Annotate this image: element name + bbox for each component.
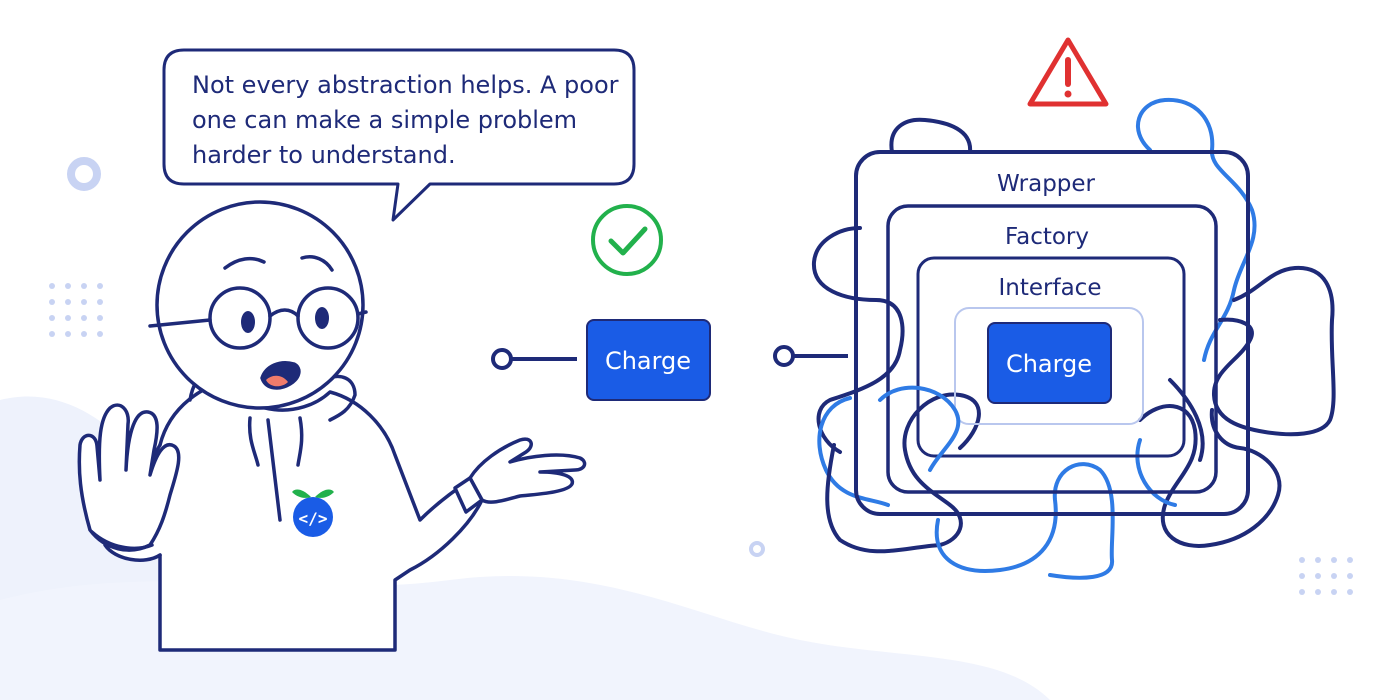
hoodie-zipper [266, 418, 282, 522]
background-blob-bottom [0, 575, 1050, 700]
wire-top-left [889, 117, 973, 154]
complex-charge-label: Charge [1006, 350, 1092, 378]
speech-bubble: Not every abstraction helps. A poor one … [162, 48, 636, 222]
right-eyebrow [300, 255, 334, 272]
layer-interface: Interface [916, 256, 1186, 458]
glasses-arm-left [148, 318, 212, 328]
wire-right-loop [1211, 265, 1336, 437]
tangled-wires-overlay [878, 378, 1205, 472]
wire-bottom-right [1138, 404, 1282, 548]
simple-charge-label: Charge [605, 347, 691, 375]
layer-factory: Factory [886, 204, 1218, 494]
wire-top-right [1136, 97, 1257, 362]
wire-overlay-right [1168, 378, 1205, 462]
simple-connector [491, 348, 577, 370]
glasses-arm-right [356, 310, 368, 316]
wire-bottom-center [934, 462, 1115, 580]
left-eye [241, 311, 255, 333]
glasses-bridge [268, 308, 300, 318]
left-cuff [90, 530, 154, 551]
speech-bubble-line-1: Not every abstraction helps. A poor [192, 71, 619, 99]
raised-hand [77, 403, 181, 552]
right-eye [315, 307, 329, 329]
decorative-ring-center [749, 541, 765, 557]
tongue [266, 375, 288, 387]
wire-right-tail [1135, 438, 1177, 507]
hoodie-drawstring-right [296, 416, 304, 467]
shrug-hand [468, 437, 587, 504]
hoodie-drawstring-left [247, 416, 260, 467]
check-circle-icon [591, 204, 663, 276]
dot-grid-right [1299, 557, 1353, 595]
code-tag-icon: </> [299, 509, 328, 528]
layer-inner [954, 307, 1144, 425]
layer-label-factory: Factory [1005, 224, 1089, 250]
tangled-wires [811, 97, 1336, 580]
hoodie-badge: </> [292, 489, 334, 537]
glasses-left-lens [208, 286, 272, 350]
right-cuff [453, 476, 484, 514]
complex-charge-button[interactable]: Charge [987, 322, 1112, 404]
left-eyebrow [223, 256, 266, 270]
wire-overlay-left [878, 385, 961, 472]
speech-bubble-line-3: harder to understand. [192, 141, 456, 169]
complex-connector-endpoint [773, 345, 795, 367]
wire-left-loop [811, 226, 905, 454]
simple-charge-button[interactable]: Charge [586, 319, 711, 401]
speech-bubble-line-2: one can make a simple problem [192, 106, 577, 134]
complex-connector [773, 345, 848, 367]
dot-grid-left [49, 283, 103, 337]
wire-bottom-left [825, 392, 981, 554]
badge-leaf-left [292, 489, 311, 498]
layer-wrapper: Wrapper [854, 150, 1250, 516]
decorative-ring-left [67, 157, 101, 191]
wire-left-lower [817, 396, 890, 507]
layer-label-interface: Interface [999, 275, 1102, 301]
layer-label-wrapper: Wrapper [997, 171, 1096, 197]
warning-triangle-icon [1027, 37, 1109, 107]
badge-leaf-right [315, 489, 334, 498]
simple-connector-endpoint [491, 348, 513, 370]
